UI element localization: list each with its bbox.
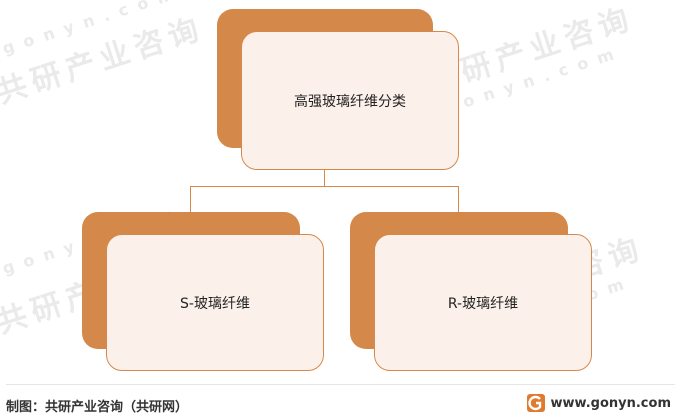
footer-source: 制图：共研产业咨询（共研网） — [6, 400, 189, 415]
footer-website[interactable]: www.gonyn.com — [550, 395, 671, 411]
watermark-brand-en: gonyn.com — [440, 41, 626, 119]
footer-website-block: www.gonyn.com — [526, 394, 671, 412]
connector-left-drop — [190, 186, 191, 212]
root-node-card: 高强玻璃纤维分类 — [241, 31, 459, 170]
watermark-brand-en: gonyn.com — [0, 0, 186, 59]
child-node-label: R-玻璃纤维 — [447, 295, 519, 312]
connector-horizontal — [190, 186, 459, 187]
connector-right-drop — [458, 186, 459, 212]
child-node-card: R-玻璃纤维 — [374, 234, 592, 371]
footer-divider — [6, 384, 675, 385]
watermark-brand: 共研产业咨询 — [0, 10, 209, 111]
root-node-label: 高强玻璃纤维分类 — [294, 93, 406, 110]
gonyn-logo-icon — [526, 394, 545, 412]
child-node-card: S-玻璃纤维 — [106, 234, 324, 371]
connector-root-stem — [324, 170, 325, 187]
child-node-label: S-玻璃纤维 — [180, 295, 250, 312]
